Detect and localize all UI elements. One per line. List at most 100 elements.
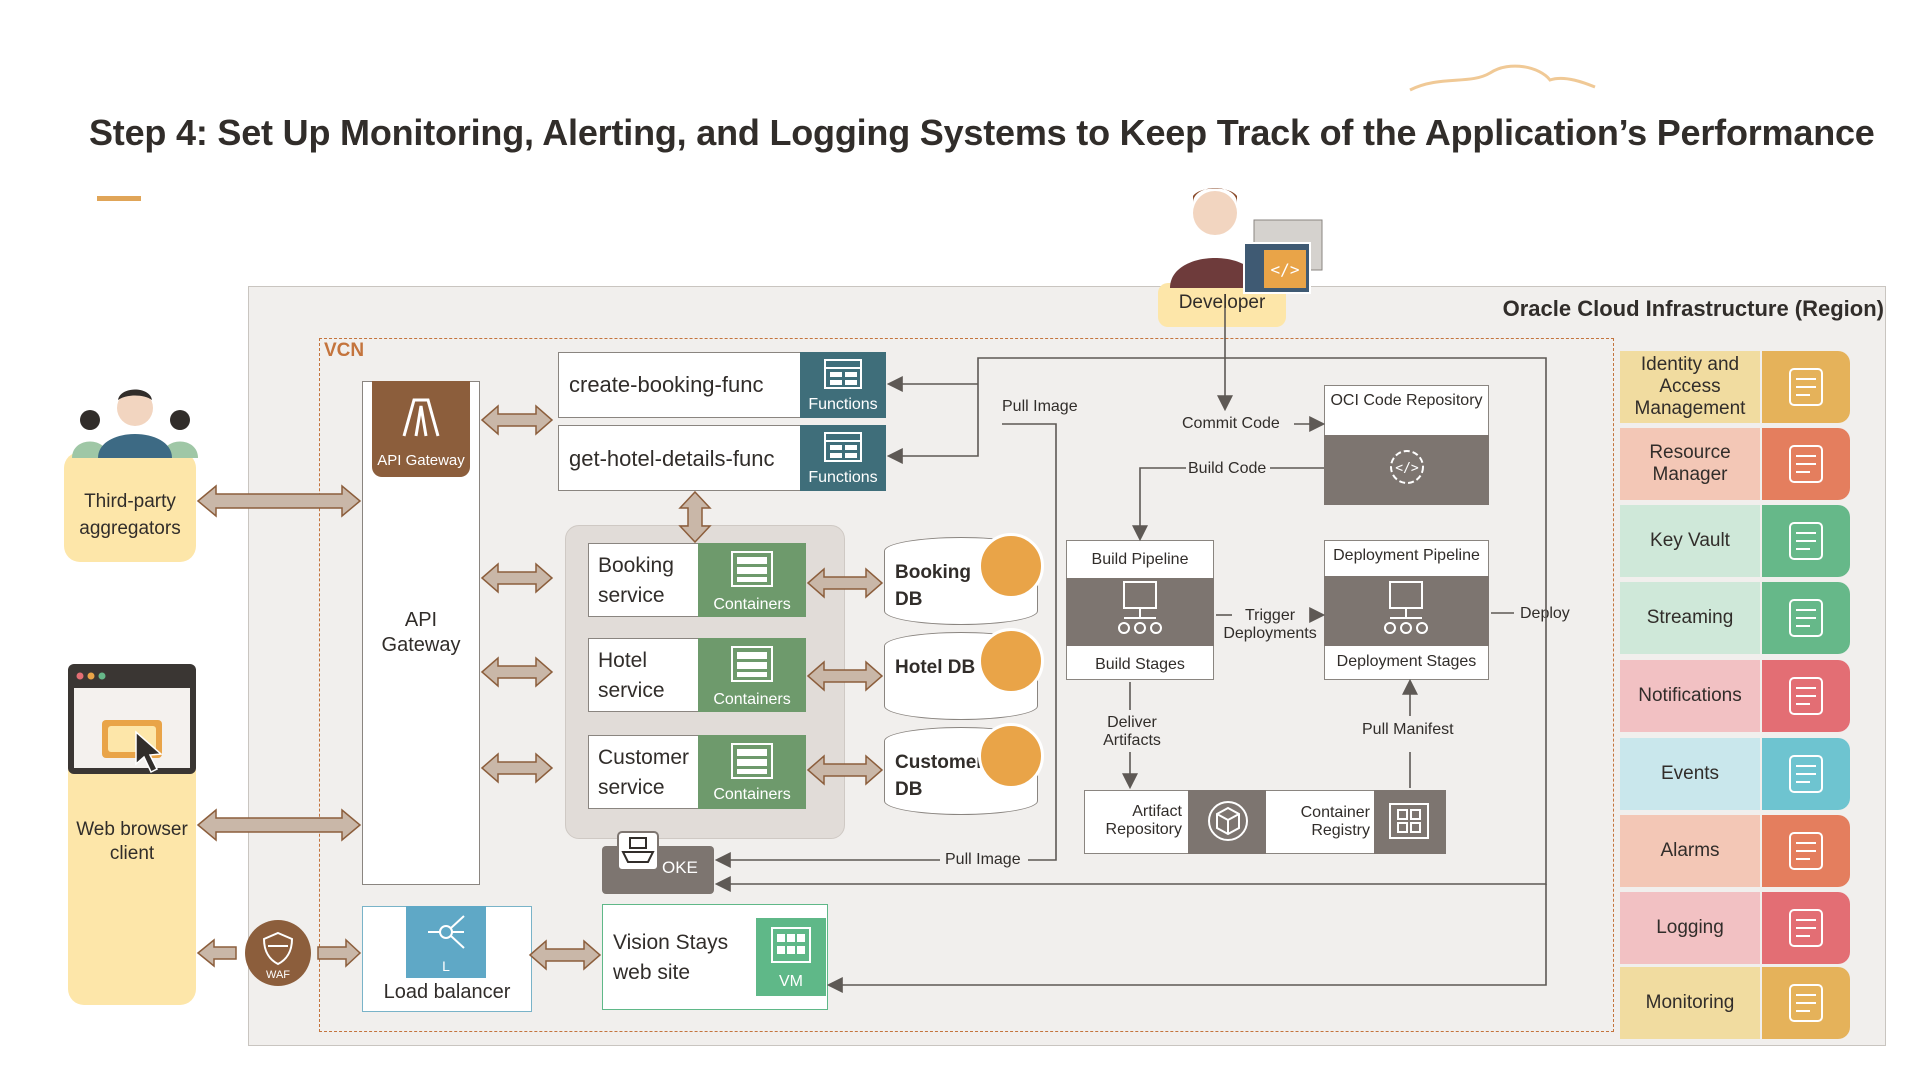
flow-label-deploy: Deploy xyxy=(1520,605,1570,622)
svg-text:</>: </> xyxy=(1271,260,1300,279)
oke-ship-icon xyxy=(617,831,659,871)
side-service-label: Identity and Access Management xyxy=(1620,351,1760,423)
id-badge-shield-icon xyxy=(1762,351,1850,423)
svg-text:</>: </> xyxy=(1395,461,1419,476)
event-flow-icon xyxy=(1762,738,1850,810)
browser-window-icon xyxy=(68,664,196,774)
alarm-bell-icon xyxy=(1762,815,1850,887)
code-repo-label: OCI Code Repository xyxy=(1330,392,1483,409)
pipeline-stages-icon xyxy=(1384,581,1428,634)
website-label: Vision Stays web site xyxy=(613,931,729,984)
notification-board-icon xyxy=(1762,660,1850,732)
developer-label: Developer xyxy=(1178,292,1266,313)
api-gateway-icon xyxy=(402,398,440,437)
title-accent-bar xyxy=(97,196,141,201)
developer-icon: </> xyxy=(1170,188,1323,294)
stream-icon xyxy=(1762,582,1850,654)
containers-icon xyxy=(731,743,773,779)
load-balancer-letter: L xyxy=(442,958,450,974)
api-gateway-icon-label: API Gateway xyxy=(377,452,465,469)
build-stages-label: Build Stages xyxy=(1095,656,1185,673)
service-name: Customer service xyxy=(598,746,690,799)
containers-icon xyxy=(731,646,773,682)
vcn-label: VCN xyxy=(324,340,365,361)
deployment-stages-label: Deployment Stages xyxy=(1336,653,1477,670)
region-label: Oracle Cloud Infrastructure (Region) xyxy=(1502,296,1884,321)
load-balancer-label: Load balancer xyxy=(383,981,511,1003)
side-service-item[interactable]: Key Vault xyxy=(1620,505,1850,577)
functions-tag: Functions xyxy=(808,469,878,486)
side-service-item[interactable]: Alarms xyxy=(1620,815,1850,887)
waf-shield-icon xyxy=(262,931,294,966)
functions-tag: Functions xyxy=(808,396,878,413)
api-gateway-label: API Gateway xyxy=(381,609,461,656)
autonomous-db-icon xyxy=(978,533,1044,599)
side-service-label: Key Vault xyxy=(1620,505,1760,577)
side-service-item[interactable]: Events xyxy=(1620,738,1850,810)
cloud-decoration-icon xyxy=(1409,64,1596,92)
side-service-label: Monitoring xyxy=(1620,967,1760,1039)
side-service-label: Notifications xyxy=(1620,660,1760,732)
function-name: get-hotel-details-func xyxy=(569,446,775,471)
side-service-item[interactable]: Identity and Access Management xyxy=(1620,351,1850,423)
vm-tile xyxy=(756,918,826,996)
side-service-label: Resource Manager xyxy=(1620,428,1760,500)
artifact-cube-icon xyxy=(1208,801,1248,841)
functions-icon xyxy=(824,432,862,462)
containers-icon xyxy=(731,551,773,587)
functions-icon xyxy=(824,359,862,389)
function-name: create-booking-func xyxy=(569,372,764,397)
side-service-label: Alarms xyxy=(1620,815,1760,887)
side-service-item[interactable]: Logging xyxy=(1620,892,1850,964)
autonomous-db-icon xyxy=(978,628,1044,694)
waf-badge xyxy=(245,920,311,986)
database-label: Booking DB xyxy=(895,562,971,610)
api-gateway-icon-tile xyxy=(372,381,470,477)
monitor-chart-icon xyxy=(1762,967,1850,1039)
people-group-icon xyxy=(72,389,198,458)
autonomous-db-icon xyxy=(978,723,1044,789)
flow-label-commit-code: Commit Code xyxy=(1182,415,1280,432)
functions-tile xyxy=(800,352,886,418)
container-registry-label: Container Registry xyxy=(1300,804,1370,839)
side-service-item[interactable]: Notifications xyxy=(1620,660,1850,732)
functions-tile xyxy=(800,425,886,491)
build-pipeline-label: Build Pipeline xyxy=(1091,551,1189,568)
containers-tag: Containers xyxy=(713,691,791,708)
side-service-label: Logging xyxy=(1620,892,1760,964)
log-search-icon xyxy=(1762,892,1850,964)
side-service-item[interactable]: Monitoring xyxy=(1620,967,1850,1039)
third-party-card xyxy=(64,452,196,562)
database-label: Hotel DB xyxy=(895,657,976,678)
flow-label-pull-image: Pull Image xyxy=(945,851,1021,868)
oke-label: OKE xyxy=(662,858,698,877)
third-party-label: Third-party aggregators xyxy=(79,491,181,539)
service-name: Hotel service xyxy=(598,649,665,702)
side-service-label: Streaming xyxy=(1620,582,1760,654)
vcn-boundary xyxy=(319,338,1614,1032)
containers-tag: Containers xyxy=(713,786,791,803)
page-title: Step 4: Set Up Monitoring, Alerting, and… xyxy=(89,112,1875,153)
flow-label-deliver-artifacts: Deliver Artifacts xyxy=(1103,714,1161,749)
service-name: Booking service xyxy=(598,554,674,607)
pipeline-stages-icon xyxy=(1118,581,1162,634)
vm-icon xyxy=(771,927,811,963)
containers-tag: Containers xyxy=(713,596,791,613)
load-balancer-icon xyxy=(428,915,465,949)
code-gear-icon: </> xyxy=(1390,450,1424,484)
web-browser-card xyxy=(68,745,196,1005)
deployment-pipeline-label: Deployment Pipeline xyxy=(1333,547,1480,564)
flow-label-pull-image: Pull Image xyxy=(1002,398,1078,415)
flow-label-pull-manifest: Pull Manifest xyxy=(1362,721,1454,738)
key-shield-icon xyxy=(1762,505,1850,577)
artifact-repo-label: Artifact Repository xyxy=(1105,803,1182,838)
side-service-item[interactable]: Streaming xyxy=(1620,582,1850,654)
flow-label-build-code: Build Code xyxy=(1188,460,1267,477)
side-service-label: Events xyxy=(1620,738,1760,810)
load-balancer-tile xyxy=(406,906,486,978)
flow-label-trigger-deployments: Trigger Deployments xyxy=(1220,607,1320,643)
vm-tag: VM xyxy=(779,973,803,990)
container-registry-icon xyxy=(1389,803,1429,839)
waf-label: WAF xyxy=(265,969,291,981)
side-service-item[interactable]: Resource Manager xyxy=(1620,428,1850,500)
